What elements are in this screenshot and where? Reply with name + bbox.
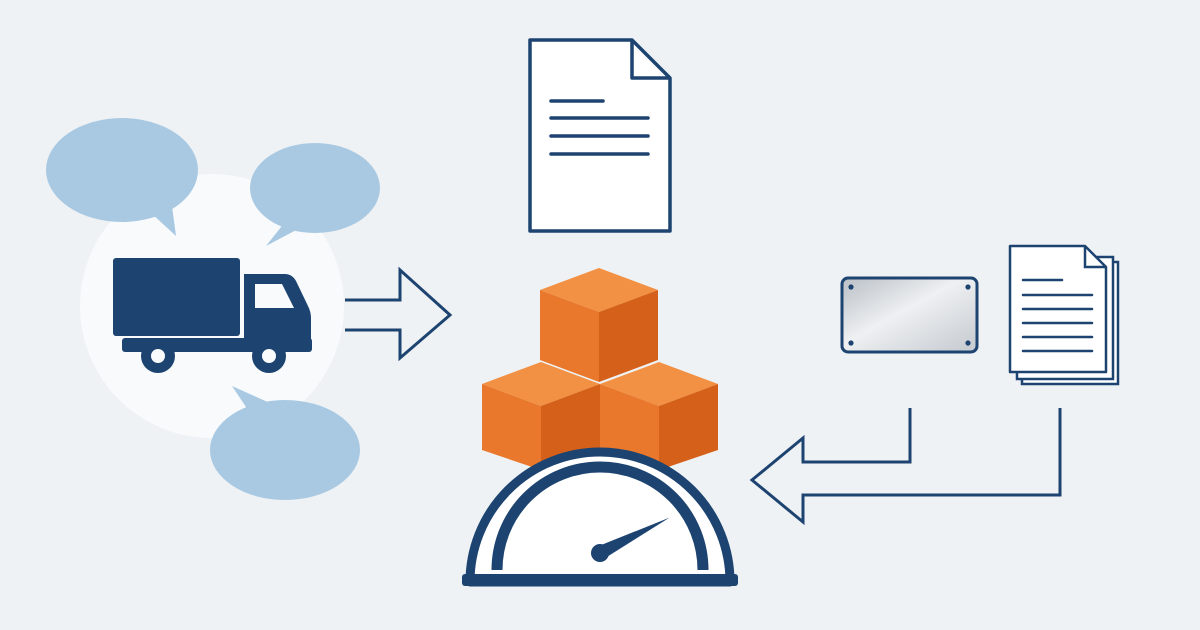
- double-arrow-icon: [749, 408, 1062, 526]
- speech-bubble-icon: [46, 118, 198, 236]
- cube: [540, 268, 658, 382]
- double-arrow-icon: [345, 266, 453, 362]
- metal-plate-icon: [840, 276, 979, 354]
- speedometer-gauge-icon: [462, 447, 738, 587]
- stacked-cubes-icon: [482, 268, 718, 470]
- document-stack-icon: [1008, 244, 1120, 386]
- delivery-truck-icon: [113, 258, 312, 373]
- gauge-needle: [591, 517, 670, 562]
- truck-group: [46, 118, 380, 500]
- document-icon: [528, 38, 672, 233]
- speech-bubble-icon: [250, 143, 380, 246]
- speech-bubble-icon: [210, 386, 360, 500]
- cube: [600, 362, 718, 470]
